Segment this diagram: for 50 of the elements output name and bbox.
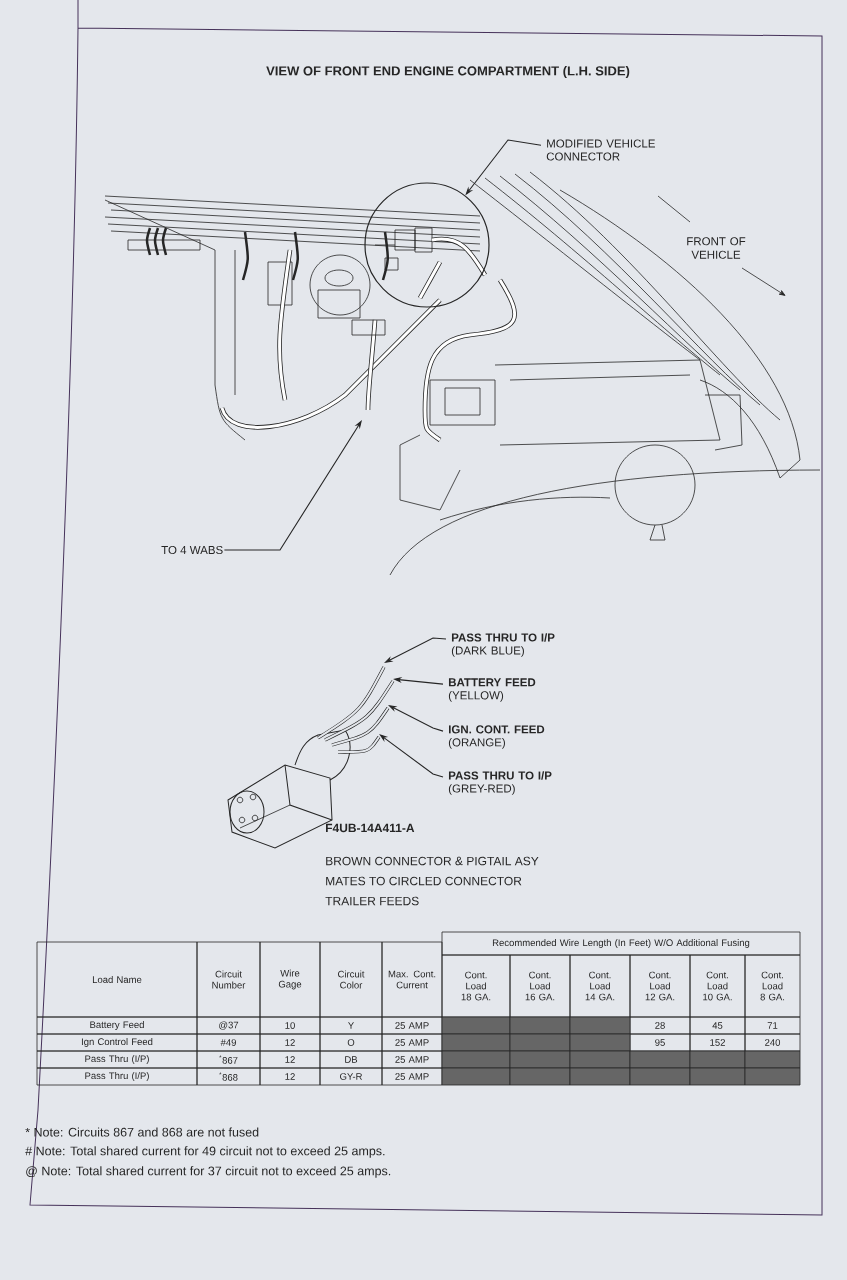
table-cell: Wire Gage <box>259 941 321 1018</box>
table-cell: Y <box>319 1016 383 1035</box>
callout-text: PASS THRU TO I/P (GREY-RED) <box>448 771 552 795</box>
table-cell: $^{*}$867 <box>196 1050 261 1069</box>
table-cell: GY-R <box>319 1067 383 1086</box>
table-cell: 25 AMP <box>381 1033 443 1052</box>
table-cell: 28 <box>629 1016 691 1035</box>
callout-text: BATTERY FEED (YELLOW) <box>448 678 536 702</box>
table-cell: Ign Control Feed <box>36 1033 198 1052</box>
table-cell: Cont. Load 10 GA. <box>689 954 746 1018</box>
table-cell: Circuit Number <box>196 941 261 1018</box>
leader-line <box>223 420 362 551</box>
magnified-circle <box>364 182 490 308</box>
table-cell: $^{*}$868 <box>196 1067 261 1086</box>
callout-text: PASS THRU TO I/P (DARK BLUE) <box>451 633 555 657</box>
table-cell: 25 AMP <box>381 1016 443 1035</box>
table-cell: Load Name <box>36 941 198 1018</box>
table-cell: 25 AMP <box>381 1067 443 1086</box>
table-cell: O <box>319 1033 383 1052</box>
direction-label: FRONT OF VEHICLE <box>687 237 746 259</box>
table-cell: Pass Thru (I/P) <box>36 1067 198 1086</box>
callout-text: MODIFIED VEHICLE CONNECTOR <box>546 139 655 161</box>
table-cell: #49 <box>196 1033 261 1052</box>
table-cell: 12 <box>259 1067 321 1086</box>
caption-text: MATES TO CIRCLED CONNECTOR <box>326 876 522 886</box>
table-cell: @37 <box>196 1016 261 1035</box>
callout-text: IGN. CONT. FEED (ORANGE) <box>448 725 545 749</box>
part-number: F4UB-14A411-A <box>326 823 415 833</box>
note-text: @ Note: Total shared current for 37 circuit not to exceed 25 amps. <box>26 1166 391 1178</box>
caption-text: BROWN CONNECTOR & PIGTAIL ASY <box>326 856 539 866</box>
table-cell: DB <box>319 1050 383 1069</box>
table-cell: 25 AMP <box>381 1050 443 1069</box>
table-cell: Max. Cont. Current <box>381 941 443 1018</box>
table-cell: Pass Thru (I/P) <box>36 1050 198 1069</box>
table-cell: 12 <box>259 1033 321 1052</box>
caption-text: TRAILER FEEDS <box>325 896 419 906</box>
table-cell: 45 <box>689 1016 746 1035</box>
table-cell: Cont. Load 12 GA. <box>629 954 691 1018</box>
note-text: * Note: Circuits 867 and 868 are not fused <box>25 1127 259 1137</box>
table-cell: Recommended Wire Length (In Feet) W/O Additional Fusing <box>441 931 801 956</box>
table-cell: Cont. Load 8 GA. <box>744 954 801 1018</box>
table-cell: Circuit Color <box>319 941 383 1018</box>
title: VIEW OF FRONT END ENGINE COMPARTMENT (L.H. SIDE) <box>266 65 630 79</box>
table-cell: 10 <box>259 1016 321 1035</box>
table-cell: Battery Feed <box>36 1016 198 1035</box>
table-cell: 71 <box>744 1016 801 1035</box>
table-cell: 12 <box>259 1050 321 1069</box>
callout-text: TO 4 WABS <box>161 545 223 555</box>
note-text: # Note: Total shared current for 49 circuit not to exceed 25 amps. <box>25 1146 385 1158</box>
leader-line <box>379 734 444 778</box>
